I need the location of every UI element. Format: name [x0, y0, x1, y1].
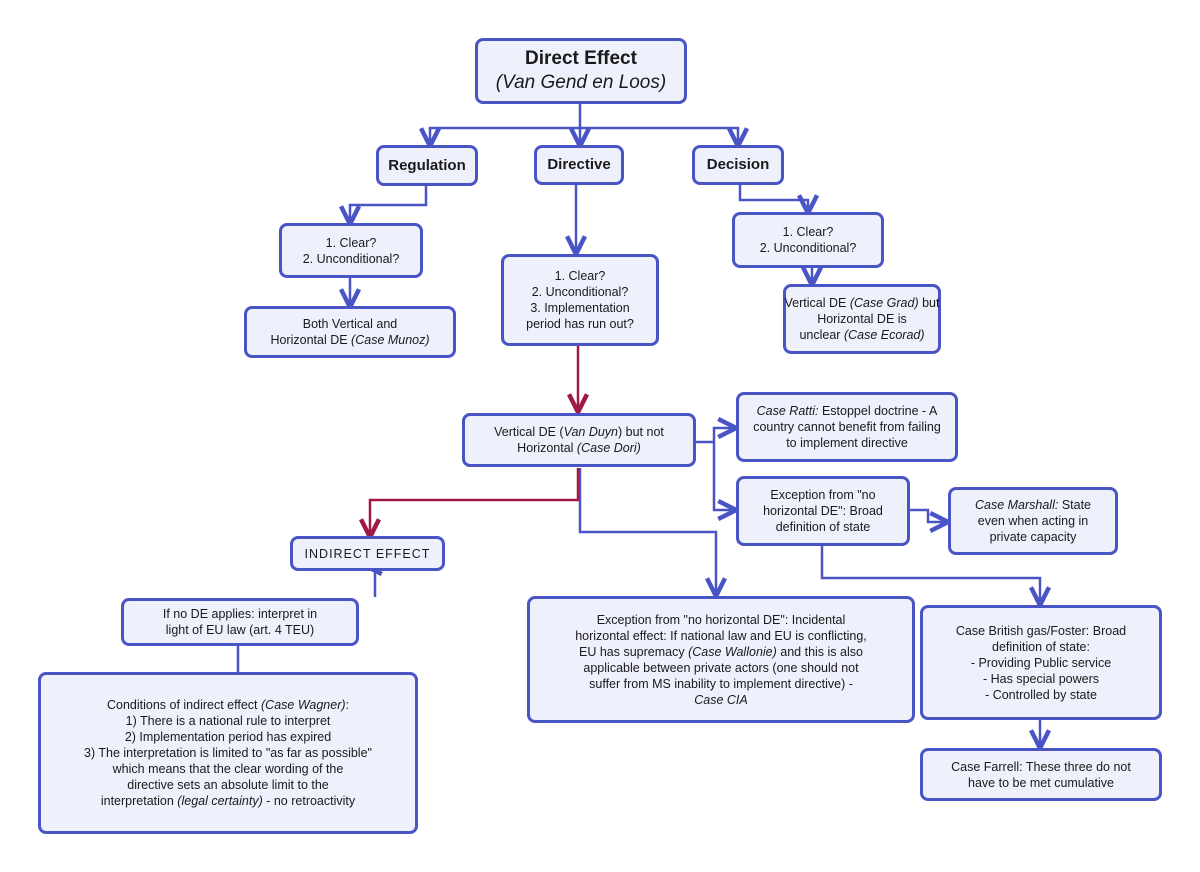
arrow-decision-criteria — [738, 184, 808, 211]
dec-result-line1: Vertical DE (Case Grad) but — [784, 296, 940, 310]
conditions-line1: Conditions of indirect effect (Case Wagn… — [106, 698, 350, 712]
dir-criteria-line1: 1. Clear? — [554, 269, 606, 283]
conditions-line7: interpretation (legal certainty) - no re… — [100, 794, 356, 808]
directive-label: Directive — [547, 156, 611, 173]
incidental-line4: applicable between private actors (one s… — [583, 660, 859, 675]
incidental-line5: suffer from MS inability to implement di… — [589, 676, 853, 691]
conditions-line6: directive sets an absolute limit to the — [127, 778, 329, 792]
exception-state-box: Exception from "no horizontal DE": Broad… — [736, 476, 910, 546]
exception-state-line2: horizontal DE": Broad — [763, 504, 883, 518]
farrell-line2: have to be met cumulative — [968, 775, 1114, 790]
case-ratti-box: Case Ratti: Estoppel doctrine - A countr… — [736, 392, 958, 462]
case-marshall-box: Case Marshall: State even when acting in… — [948, 487, 1118, 555]
regulation-box: Regulation — [376, 145, 478, 186]
decision-box: Decision — [692, 145, 784, 185]
ratti-line1: Case Ratti: Estoppel doctrine - A — [756, 404, 938, 418]
dec-result-line3: unclear (Case Ecorad) — [799, 328, 925, 342]
marshall-line1: Case Marshall: State — [974, 498, 1092, 512]
arrow-vertical-incidental — [578, 468, 716, 594]
marshall-line3: private capacity — [989, 530, 1077, 544]
dec-result-line2: Horizontal DE is — [817, 312, 907, 326]
dir-criteria-line3: 3. Implementation — [530, 301, 630, 315]
no-de-box: If no DE applies: interpret in light of … — [121, 598, 359, 646]
arrow-vertical-indirect — [370, 468, 580, 535]
ratti-line3: to implement directive — [786, 436, 908, 450]
root-direct-effect: Direct Effect (Van Gend en Loos) — [475, 38, 687, 104]
root-subtitle: (Van Gend en Loos) — [495, 72, 667, 93]
reg-criteria-line2: 2. Unconditional? — [302, 251, 400, 266]
decision-criteria: 1. Clear? 2. Unconditional? — [732, 212, 884, 268]
conditions-line4: 3) The interpretation is limited to "as … — [84, 746, 372, 760]
dir-criteria-line4: period has run out? — [526, 317, 634, 331]
conditions-line2: 1) There is a national rule to interpret — [125, 714, 331, 728]
arrow-regulation-criteria — [350, 186, 428, 222]
arrow-root-decision — [580, 126, 738, 144]
incidental-line6: Case CIA — [694, 692, 748, 707]
dec-criteria-line1: 1. Clear? — [782, 225, 834, 239]
arrow-vertical-exception — [712, 442, 734, 510]
british-gas-line4: - Has special powers — [982, 671, 1099, 686]
decision-result: Vertical DE (Case Grad) but Horizontal D… — [783, 284, 941, 354]
vertical-de-line2: Horizontal (Case Dori) — [517, 441, 641, 455]
arrow-exception-marshall — [910, 508, 946, 522]
reg-criteria-line1: 1. Clear? — [325, 235, 377, 250]
case-farrell-box: Case Farrell: These three do not have to… — [920, 748, 1162, 801]
farrell-line1: Case Farrell: These three do not — [951, 759, 1131, 774]
indirect-effect-label: INDIRECT EFFECT — [304, 546, 431, 561]
conditions-box: Conditions of indirect effect (Case Wagn… — [38, 672, 418, 834]
no-de-line1: If no DE applies: interpret in — [162, 607, 318, 621]
exception-state-line3: definition of state — [775, 520, 871, 534]
british-gas-box: Case British gas/Foster: Broad definitio… — [920, 605, 1162, 720]
incidental-line3: EU has supremacy (Case Wallonie) and thi… — [579, 644, 863, 659]
dir-criteria-line2: 2. Unconditional? — [531, 285, 629, 299]
regulation-result: Both Vertical and Horizontal DE (Case Mu… — [244, 306, 456, 358]
conditions-line3: 2) Implementation period has expired — [124, 730, 332, 744]
regulation-criteria: 1. Clear? 2. Unconditional? — [279, 223, 423, 278]
root-title: Direct Effect — [525, 48, 637, 69]
british-gas-line5: - Controlled by state — [985, 687, 1097, 702]
regulation-label: Regulation — [388, 156, 466, 174]
reg-result-line2: Horizontal DE (Case Munoz) — [270, 333, 430, 347]
marshall-line2: even when acting in — [977, 514, 1089, 528]
conditions-line5: which means that the clear wording of th… — [112, 762, 344, 776]
dec-criteria-line2: 2. Unconditional? — [759, 241, 857, 255]
vertical-de-box: Vertical DE (Van Duyn) but not Horizonta… — [462, 413, 696, 467]
reg-result-line1: Both Vertical and — [302, 317, 398, 331]
vertical-de-line1: Vertical DE (Van Duyn) but not — [494, 425, 664, 439]
incidental-box: Exception from "no horizontal DE": Incid… — [527, 596, 915, 723]
british-gas-line1: Case British gas/Foster: Broad — [955, 623, 1127, 638]
british-gas-line3: - Providing Public service — [970, 655, 1112, 670]
no-de-line2: light of EU law (art. 4 TEU) — [165, 623, 315, 637]
directive-criteria: 1. Clear? 2. Unconditional? 3. Implement… — [501, 254, 659, 346]
british-gas-line2: definition of state: — [992, 639, 1090, 654]
directive-box: Directive — [534, 145, 624, 185]
incidental-line2: horizontal effect: If national law and E… — [575, 628, 867, 643]
arrow-root-regulation — [430, 126, 580, 144]
decision-label: Decision — [706, 156, 770, 173]
ratti-line2: country cannot benefit from failing — [753, 420, 941, 434]
indirect-effect-box: INDIRECT EFFECT — [290, 536, 445, 571]
exception-state-line1: Exception from "no — [770, 488, 876, 502]
arrow-vertical-ratti — [695, 428, 734, 444]
incidental-line1: Exception from "no horizontal DE": Incid… — [596, 612, 846, 627]
arrow-exception-british — [820, 546, 1040, 603]
